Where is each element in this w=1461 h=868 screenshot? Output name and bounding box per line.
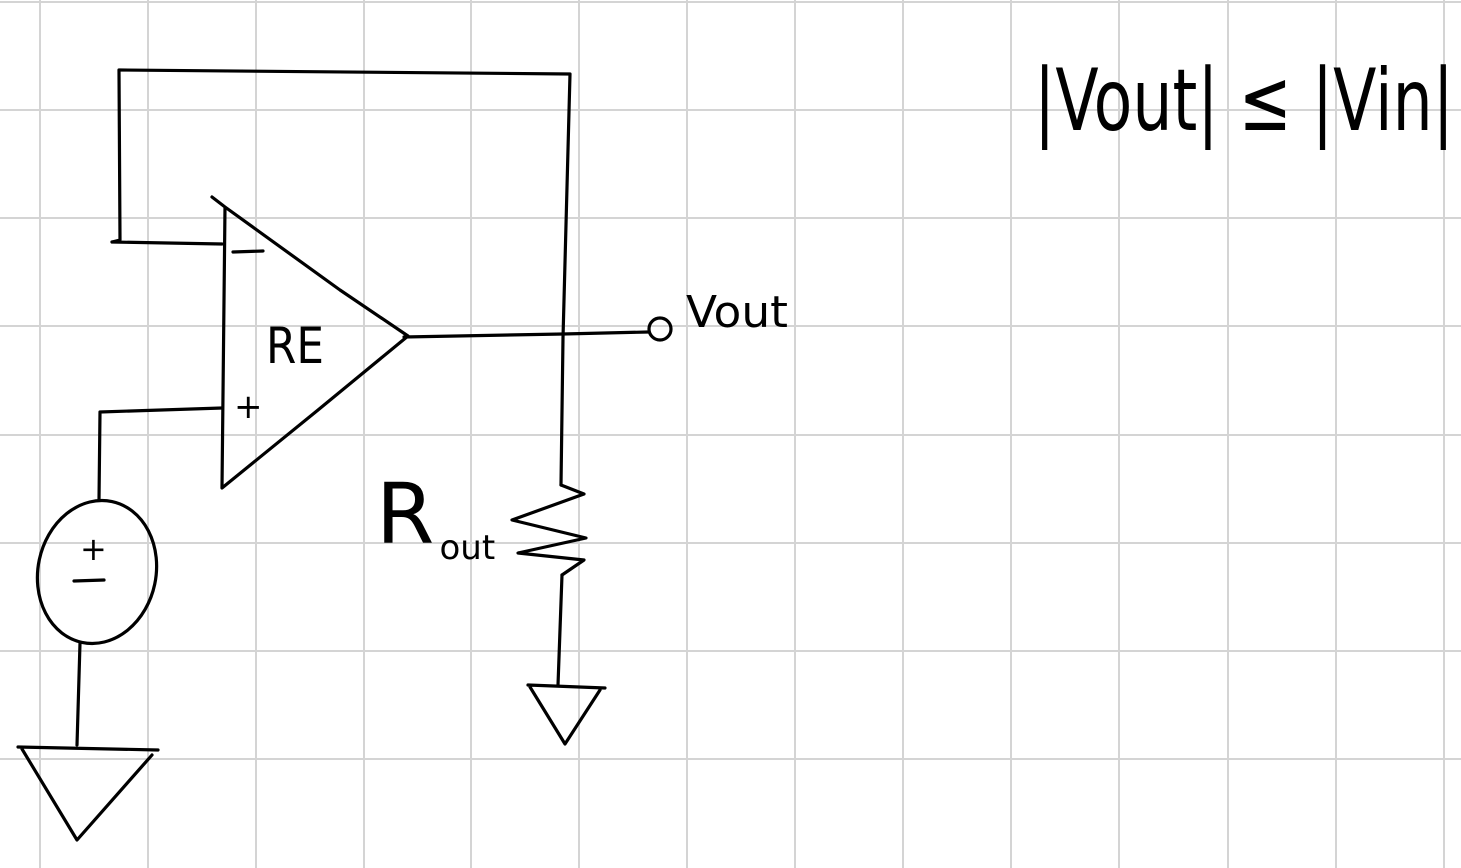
output-terminal — [647, 316, 673, 342]
feedback-wire — [110, 68, 572, 487]
source-plus: + — [80, 530, 107, 568]
output-wire — [402, 330, 650, 339]
resistor-label: R out — [376, 465, 495, 568]
op-amp-label: RE — [266, 317, 324, 375]
voltage-source — [35, 498, 159, 646]
source-ground-wire — [75, 641, 82, 747]
load-ground-symbol — [526, 683, 607, 746]
source-minus — [72, 578, 106, 583]
noninverting-sign: + — [234, 387, 263, 427]
noninverting-input-wire — [97, 406, 224, 502]
load-ground-wire — [556, 573, 564, 687]
output-label: Vout — [686, 287, 788, 338]
load-resistor — [510, 483, 588, 577]
equation: |Vout| ≤ |Vin| — [1034, 51, 1454, 151]
source-ground-symbol — [16, 745, 160, 842]
op-amp-triangle — [210, 195, 410, 490]
inverting-input-wire — [110, 240, 224, 246]
inverting-sign — [231, 249, 265, 254]
